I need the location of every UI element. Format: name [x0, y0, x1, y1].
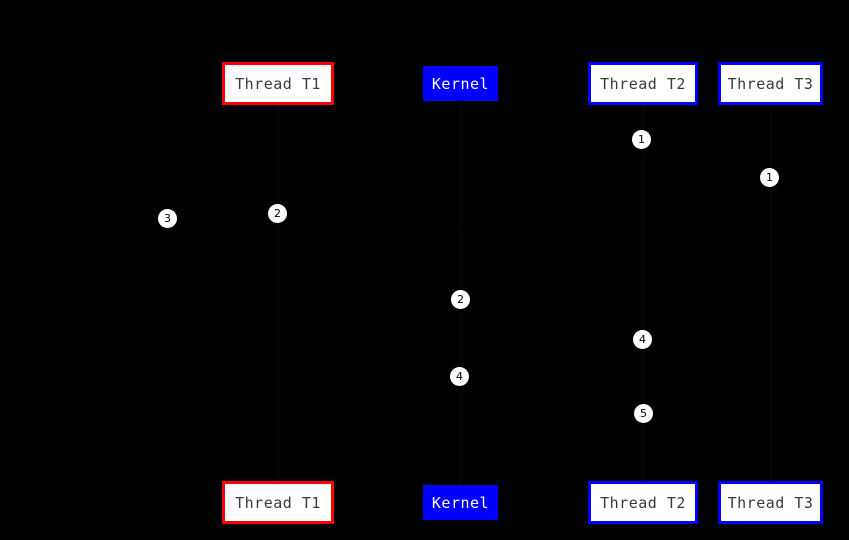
- step-marker: 1: [760, 168, 779, 187]
- participant-box-t2-bottom[interactable]: Thread T2: [588, 481, 698, 524]
- step-marker-label: 5: [640, 407, 647, 420]
- lifeline-t3: [770, 105, 771, 481]
- step-marker: 2: [451, 290, 470, 309]
- participant-box-t3-bottom[interactable]: Thread T3: [718, 481, 823, 524]
- participant-label-t2-top: Thread T2: [600, 74, 686, 93]
- participant-label-t3-bottom: Thread T3: [727, 493, 814, 512]
- step-marker: 5: [634, 404, 653, 423]
- step-marker: 4: [633, 330, 652, 349]
- message-arrow-1: [643, 152, 770, 153]
- participant-label-t2-bottom: Thread T2: [600, 493, 686, 512]
- step-marker: 4: [450, 367, 469, 386]
- step-marker: 2: [268, 204, 287, 223]
- step-marker: 3: [158, 209, 177, 228]
- step-marker-label: 1: [766, 171, 773, 184]
- participant-label-kernel-top: Kernel: [431, 74, 490, 93]
- message-arrow-4: [460, 312, 643, 313]
- step-marker-label: 4: [639, 333, 646, 346]
- participant-box-kernel-bottom[interactable]: Kernel: [423, 485, 498, 520]
- lifeline-t2: [643, 105, 644, 481]
- step-marker: 1: [632, 130, 651, 149]
- message-arrow-5: [460, 389, 643, 390]
- participant-box-t1-bottom[interactable]: Thread T1: [222, 481, 334, 524]
- participant-box-t3-top[interactable]: Thread T3: [718, 62, 823, 105]
- lifeline-t1: [278, 105, 279, 481]
- step-marker-label: 2: [457, 293, 464, 306]
- step-marker-label: 4: [456, 370, 463, 383]
- message-arrow-3: [167, 232, 278, 233]
- participant-label-t1-bottom: Thread T1: [235, 493, 321, 512]
- step-marker-label: 1: [638, 133, 645, 146]
- participant-label-kernel-bottom: Kernel: [431, 493, 490, 512]
- participant-label-t1-top: Thread T1: [235, 74, 321, 93]
- step-marker-label: 2: [274, 207, 281, 220]
- participant-label-t3-top: Thread T3: [727, 74, 814, 93]
- participant-box-kernel-top[interactable]: Kernel: [423, 66, 498, 101]
- step-marker-label: 3: [164, 212, 171, 225]
- participant-box-t1-top[interactable]: Thread T1: [222, 62, 334, 105]
- participant-box-t2-top[interactable]: Thread T2: [588, 62, 698, 105]
- message-arrow-2: [278, 228, 460, 229]
